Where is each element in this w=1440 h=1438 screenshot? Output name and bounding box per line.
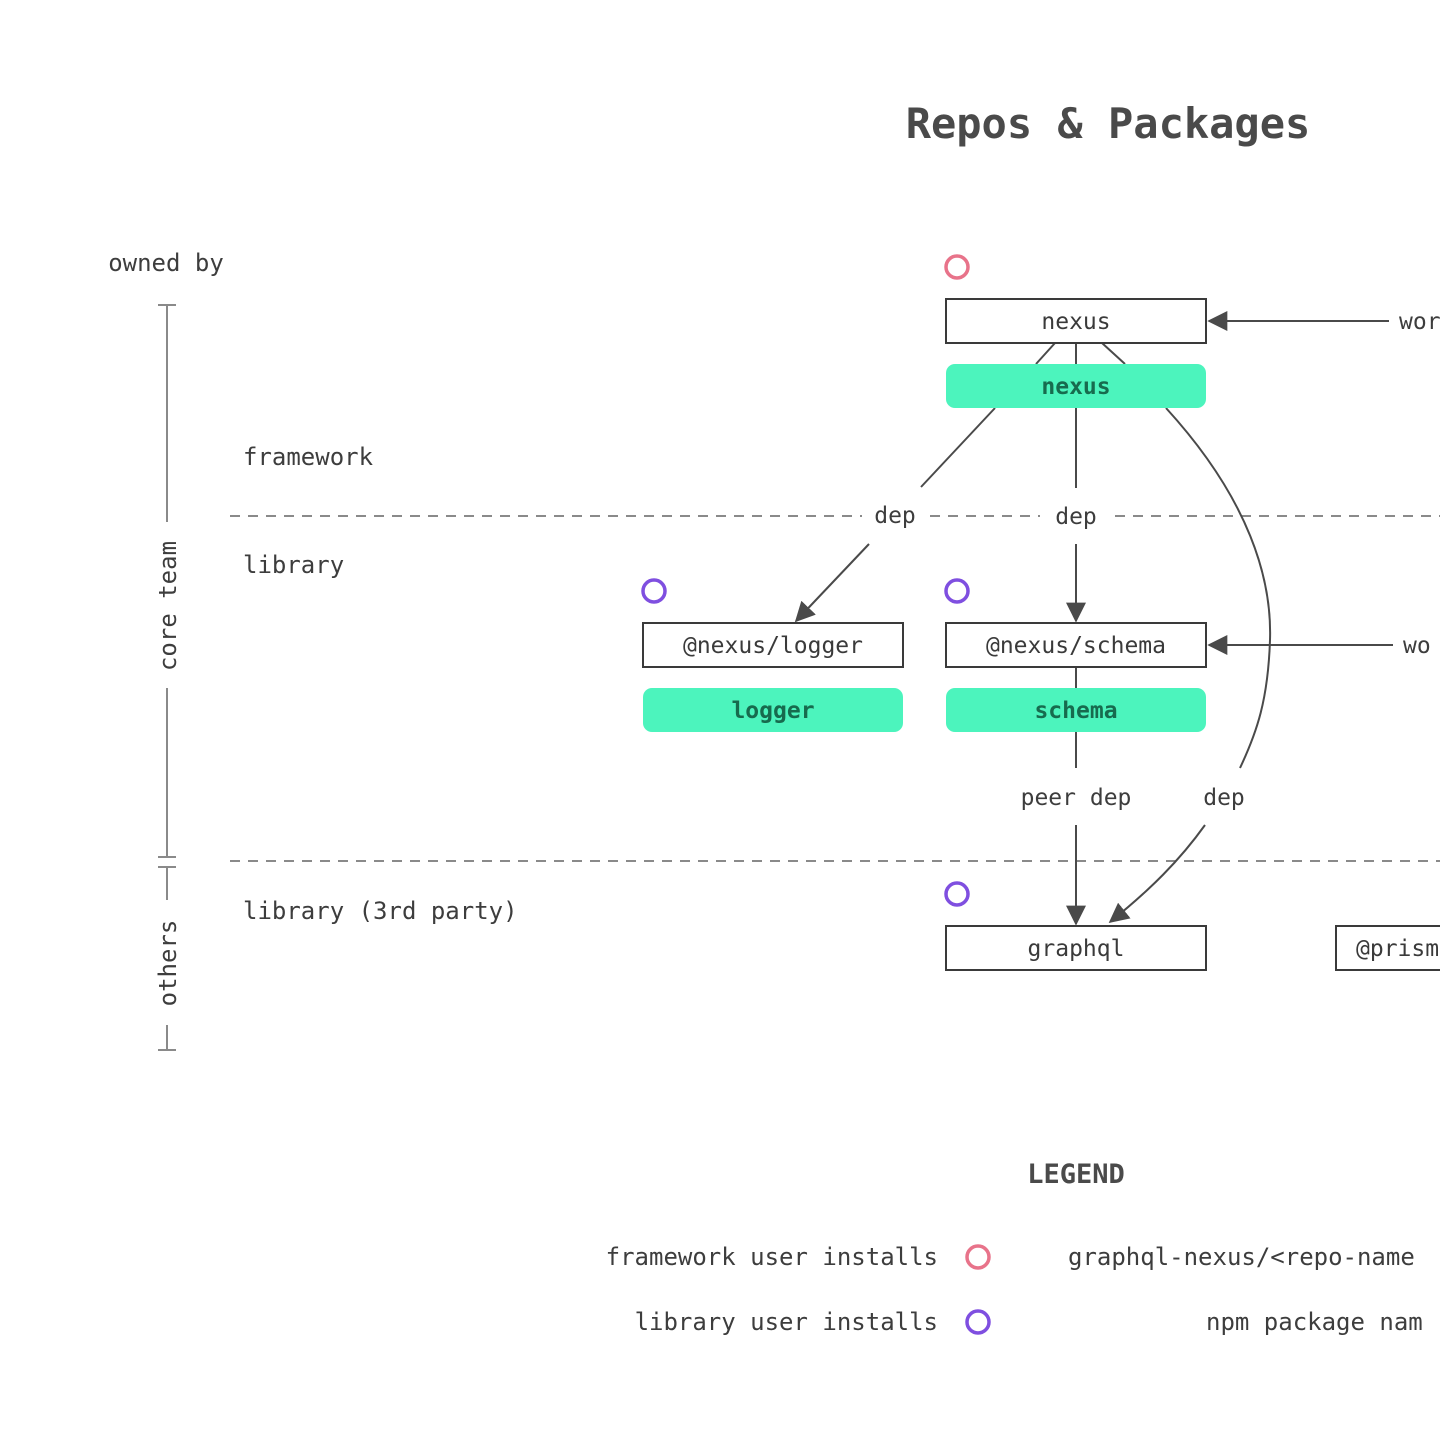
page-title: Repos & Packages [906,99,1311,148]
repo-node-logger[interactable]: @nexus/logger [642,622,904,668]
layer-label-framework: framework [243,443,374,471]
owned-by-label: owned by [108,249,224,277]
package-name-schema: schema [1034,698,1117,724]
layer-label-library-3rd-party: library (3rd party) [243,897,518,925]
legend-label-library-user: library user installs [635,1308,938,1336]
package-name-logger: logger [731,698,814,724]
repo-name-nexus: nexus [1041,309,1110,335]
edge-label-dep-logger: dep [874,503,916,529]
library-install-marker-logger [641,578,667,604]
repo-node-nexus[interactable]: nexus [945,298,1207,344]
repo-node-graphql[interactable]: graphql [945,925,1207,971]
others-label: others [154,920,182,1007]
edge-label-peer-dep: peer dep [1021,785,1132,811]
legend-label-framework-user: framework user installs [606,1243,938,1271]
repo-name-schema: @nexus/schema [986,633,1166,659]
repo-node-schema[interactable]: @nexus/schema [945,622,1207,668]
framework-install-marker [944,254,970,280]
repo-node-prisma[interactable]: @prism [1335,925,1440,971]
legend-item-library-user: library user installs [635,1308,991,1336]
edge-label-wor-top: wor [1399,309,1440,335]
library-install-marker-graphql [944,881,970,907]
repo-name-prisma: @prism [1356,936,1439,962]
core-team-label: core team [154,541,182,671]
edge-label-dep-graphql: dep [1203,785,1245,811]
others-bracket [158,866,176,1051]
edge-nexus-graphql [1101,342,1272,924]
legend-library-circle-icon [965,1309,991,1335]
legend-label-repo-name: graphql-nexus/<repo-name [1068,1243,1415,1271]
edge-label-wor-mid: wo [1403,633,1431,659]
package-pill-schema[interactable]: schema [946,688,1206,732]
package-name-nexus: nexus [1041,374,1110,400]
repo-name-logger: @nexus/logger [683,633,863,659]
legend-title: LEGEND [1027,1159,1125,1190]
legend-label-npm-name: npm package nam [1206,1308,1423,1336]
edge-label-dep-schema: dep [1055,504,1097,530]
edge-nexus-logger [794,342,1056,623]
repo-name-graphql: graphql [1028,936,1125,962]
legend-framework-circle-icon [965,1244,991,1270]
core-team-bracket [158,304,176,858]
package-pill-logger[interactable]: logger [643,688,903,732]
layer-label-library: library [243,551,344,579]
legend-item-framework-user: framework user installs [606,1243,991,1271]
package-pill-nexus[interactable]: nexus [946,364,1206,408]
library-install-marker-schema [944,578,970,604]
